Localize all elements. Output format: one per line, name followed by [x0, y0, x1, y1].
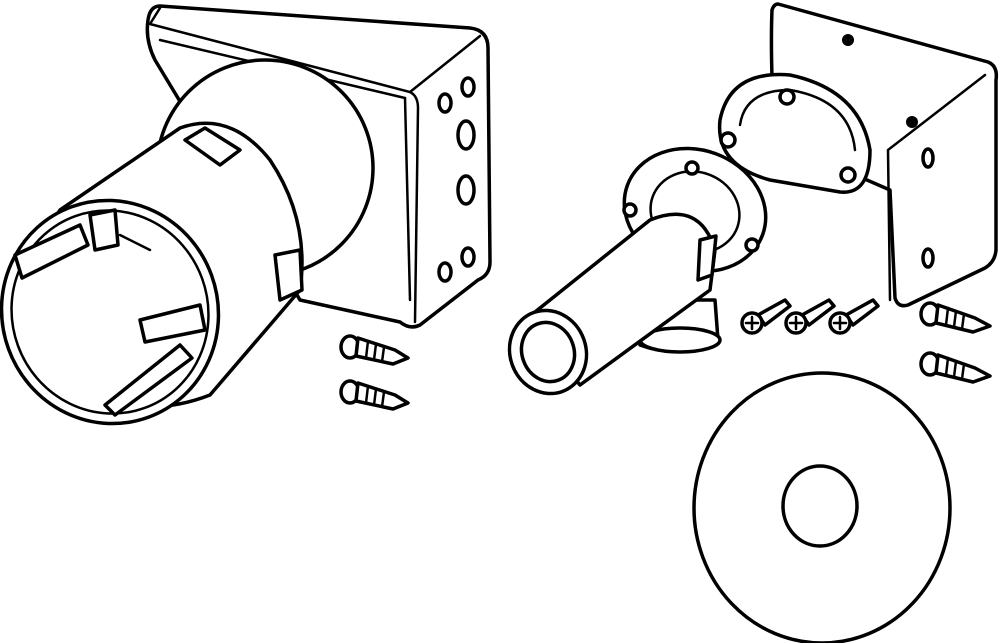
gasket-disc — [692, 371, 952, 643]
cross-screw-3 — [828, 298, 880, 335]
right-pipe-bracket-assembly — [507, 2, 999, 643]
pipe — [507, 212, 718, 396]
cross-screw-1 — [740, 298, 792, 335]
bracket-flange — [717, 72, 872, 194]
cross-screw-2 — [784, 298, 836, 335]
screw-4 — [919, 351, 992, 384]
screw-2 — [339, 379, 410, 411]
left-wall-box-assembly — [0, 4, 492, 426]
screw-1 — [339, 334, 410, 366]
side-holes — [437, 76, 476, 283]
right-bracket — [769, 2, 999, 308]
cylinder-box — [0, 121, 304, 426]
screw-3 — [919, 301, 992, 334]
